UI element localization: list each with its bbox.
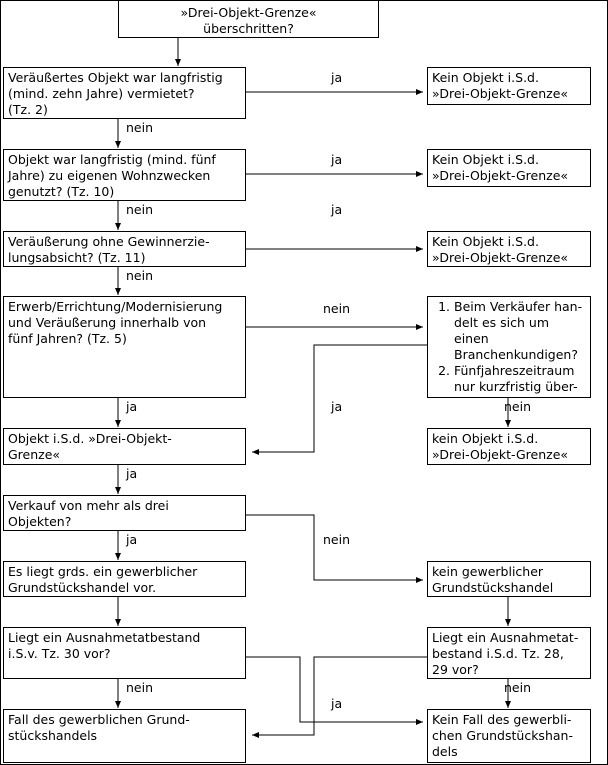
node-start: »Drei-Objekt-Grenze« überschritten?: [118, 0, 379, 38]
arrow-r7-o3: [252, 656, 428, 738]
node-r1: Kein Objekt i.S.d. »Drei-Objekt-Grenze«: [427, 67, 591, 105]
arrow-q5-r6: [245, 514, 423, 583]
label-q2-ja: ja: [331, 152, 343, 167]
node-r6: kein gewerblicher Grundstückshandel: [427, 561, 591, 597]
node-o3: Fall des gewerblichen Grund- stückshande…: [3, 709, 246, 763]
label-q1-nein: nein: [126, 120, 154, 135]
node-q6: Liegt ein Ausnahmetatbestand i.S.v. Tz. …: [3, 627, 246, 679]
node-q3: Veräußerung ohne Gewinnerzie- lungsabsic…: [3, 231, 246, 267]
label-q4-nein: nein: [323, 301, 351, 316]
node-r3: Kein Objekt i.S.d. »Drei-Objekt-Grenze«: [427, 231, 591, 267]
label-o1-ja: ja: [126, 466, 138, 481]
label-q4-ja: ja: [126, 399, 138, 414]
node-r2: Kein Objekt i.S.d. »Drei-Objekt-Grenze«: [427, 149, 591, 187]
label-q5-nein: nein: [323, 532, 351, 547]
label-q3-nein: nein: [126, 268, 154, 283]
label-r4-nein: nein: [504, 399, 532, 414]
node-r4: Beim Verkäufer han-delt es sich um einen…: [427, 296, 591, 398]
label-r4-ja: ja: [331, 399, 343, 414]
node-o1: Objekt i.S.d. »Drei-Objekt- Grenze«: [3, 428, 246, 465]
node-r5: kein Objekt i.S.d. »Drei-Objekt-Grenze«: [427, 428, 591, 465]
label-q2-nein: nein: [126, 202, 154, 217]
r4-item-1: Beim Verkäufer han-delt es sich um einen…: [454, 299, 586, 363]
node-r8: Kein Fall des gewerbli- chen Grundstücks…: [427, 709, 591, 763]
label-q5-ja: ja: [126, 532, 138, 547]
label-q3-ja: ja: [331, 202, 343, 217]
label-r7-nein: nein: [504, 680, 532, 695]
node-r7: Liegt ein Ausnahmetat- bestand i.S.d. Tz…: [427, 627, 591, 679]
label-r7-ja: ja: [331, 696, 343, 711]
label-q6-nein: nein: [126, 680, 154, 695]
label-q1-ja: ja: [331, 70, 343, 85]
node-o2: Es liegt grds. ein gewerblicher Grundstü…: [3, 561, 246, 597]
node-q4: Erwerb/Errichtung/Modernisierung und Ver…: [3, 296, 246, 398]
r4-item-2: Fünfjahreszeitraum nur kurzfristig über-…: [454, 363, 586, 397]
arrow-r4-o1: [252, 344, 428, 455]
arrow-q6-r8: [245, 656, 423, 725]
node-q5: Verkauf von mehr als drei Objekten?: [3, 495, 246, 531]
node-q2: Objekt war langfristig (mind. fünf Jahre…: [3, 149, 246, 201]
node-q1: Veräußertes Objekt war langfristig (mind…: [3, 67, 246, 119]
